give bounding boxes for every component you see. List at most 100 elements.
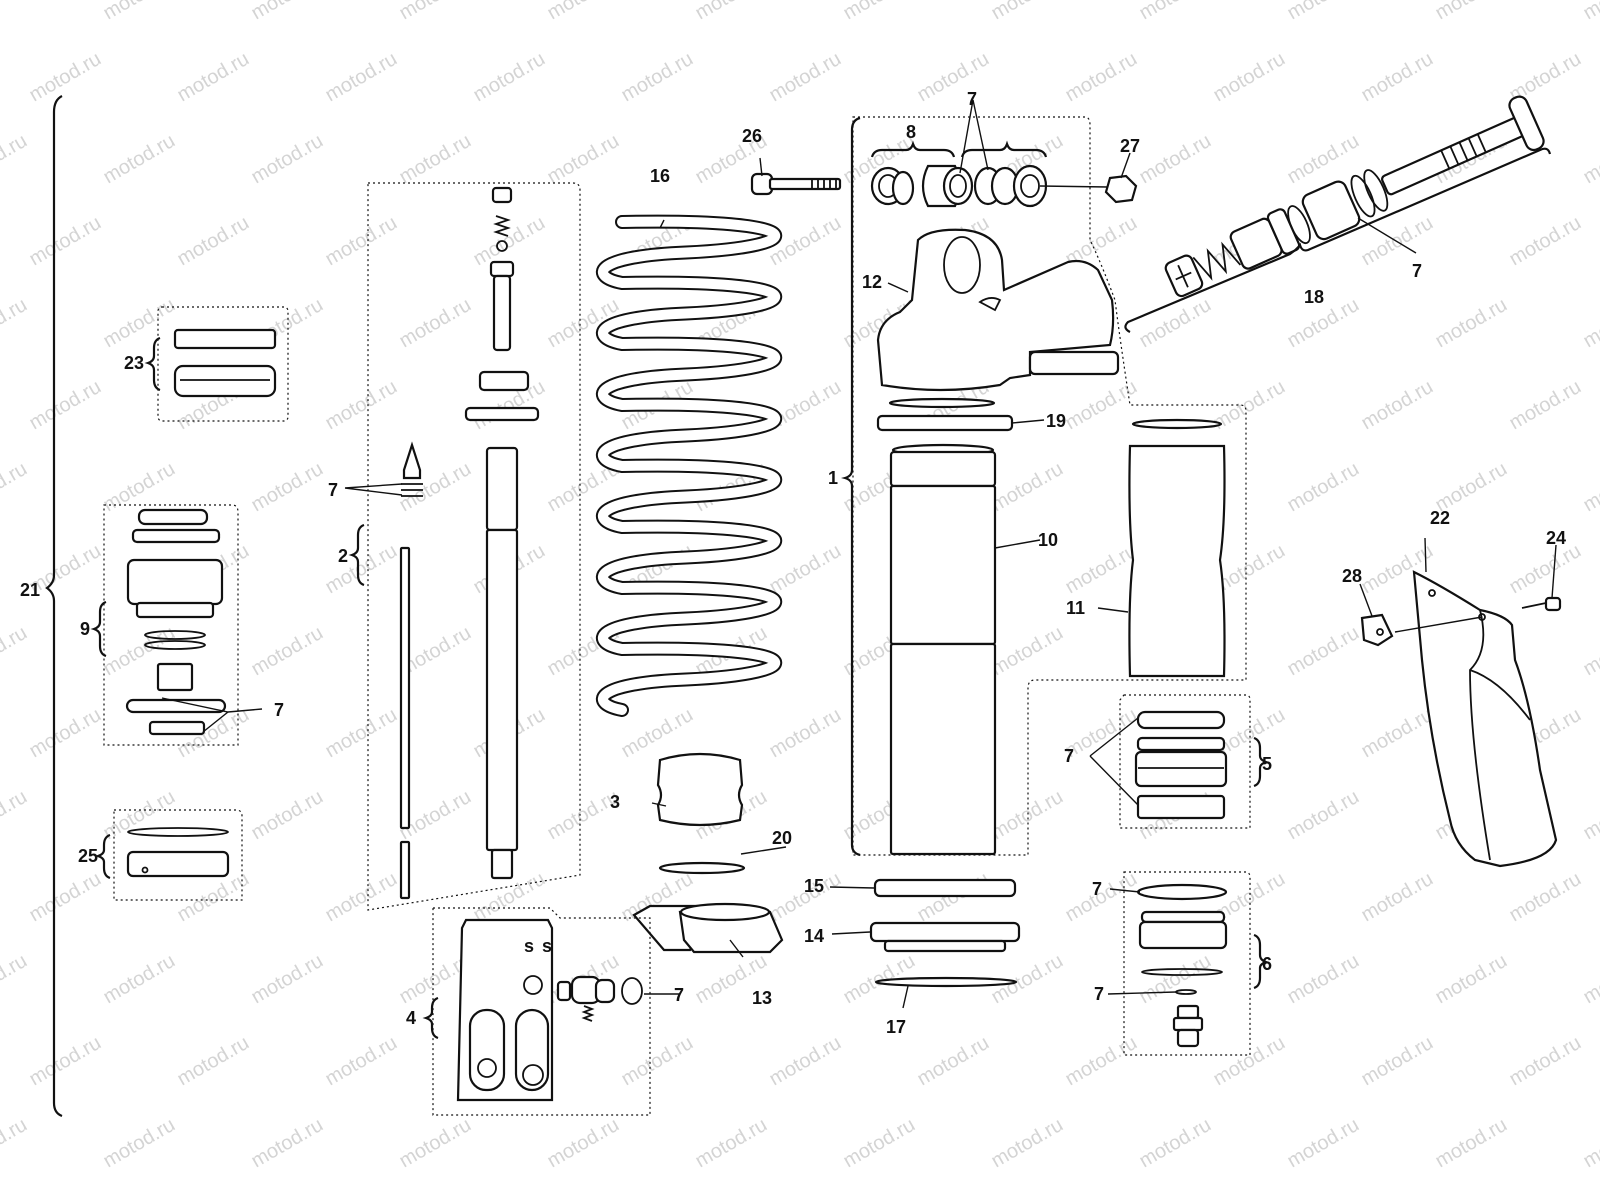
watermark-text: motod.ru [1506,376,1585,435]
part-11-rubber-sleeve [1128,418,1226,678]
watermark-text: motod.ru [248,622,327,681]
watermark-text: motod.ru [766,1032,845,1091]
callout-28: 28 [1342,566,1362,586]
part-28-clip [1360,613,1394,647]
part-15-adjuster-nut [873,878,1017,898]
watermark-text: motod.ru [1580,294,1600,353]
watermark-text: motod.ru [1210,48,1289,107]
watermark-text: motod.ru [26,868,105,927]
watermark-text: motod.ru [1580,1114,1600,1173]
part-20-washer [658,861,746,875]
watermark-text: motod.ru [1580,950,1600,1009]
callout-14: 14 [804,926,824,946]
part-24-screw [1521,596,1562,612]
watermark-text: motod.ru [1136,1114,1215,1173]
watermark-text: motod.ru [470,48,549,107]
watermark-text: motod.ru [100,458,179,517]
callout-7-valve: 7 [1412,261,1422,281]
watermark-text: motod.ru [0,458,31,517]
watermark-text: motod.ru [1284,1114,1363,1173]
part-6-piston-assembly [1123,871,1270,1056]
watermark-text: motod.ru [1358,1196,1437,1200]
watermark-text: motod.ru [0,294,31,353]
s-mark-1: s [524,936,534,956]
watermark-text: motod.ru [396,1114,475,1173]
watermark-text: motod.ru [1432,294,1511,353]
callout-1: 1 [828,468,838,488]
watermark-text: motod.ru [1580,0,1600,24]
callout-10: 10 [1038,530,1058,550]
callout-23: 23 [124,353,144,373]
watermark-text: motod.ru [618,704,697,763]
watermark-text: motod.ru [0,786,31,845]
watermark-text: motod.ru [26,1196,105,1200]
spring-coil-fill [597,216,780,715]
watermark-text: motod.ru [1284,622,1363,681]
bracket-18 [1124,147,1552,333]
watermark-text: motod.ru [1432,950,1511,1009]
part-3-bump-stop [656,752,744,827]
watermark-text: motod.ru [692,1114,771,1173]
part-27-nut [1104,174,1138,204]
callout-3: 3 [610,792,620,812]
part-17-circlip [874,976,1018,988]
watermark-text: motod.ru [1062,376,1141,435]
watermark-text: motod.ru [0,1114,31,1173]
watermark-text: motod.ru [1506,868,1585,927]
part-4-clevis-assembly: s s [422,907,651,1116]
callout-7-clevis: 7 [674,985,684,1005]
watermark-text: motod.ru [1506,1032,1585,1091]
watermark-text: motod.ru [322,868,401,927]
watermark-text: motod.ru [1284,458,1363,517]
watermark-text: motod.ru [1358,704,1437,763]
watermark-text: motod.ru [100,294,179,353]
watermark-text: motod.ru [0,622,31,681]
watermark-text: motod.ru [1136,0,1215,24]
callout-7-piston-top: 7 [1092,879,1102,899]
watermark-text: motod.ru [840,1114,919,1173]
watermark-text: motod.ru [1358,868,1437,927]
watermark-text: motod.ru [618,1196,697,1200]
watermark-text: motod.ru [248,130,327,189]
watermark-text: motod.ru [322,704,401,763]
watermark-text: motod.ru [1358,376,1437,435]
watermark-text: motod.ru [26,48,105,107]
watermark-text: motod.ru [322,376,401,435]
callout-17: 17 [886,1017,906,1037]
callout-12: 12 [862,272,882,292]
callout-5: 5 [1262,754,1272,774]
watermark-text: motod.ru [840,0,919,24]
callout-7-top: 7 [967,89,977,109]
watermark-text: motod.ru [1358,48,1437,107]
bracket-21 [45,95,63,1118]
watermark-text: motod.ru [322,212,401,271]
watermark-text: motod.ru [766,1196,845,1200]
callout-7-rod: 7 [328,480,338,500]
watermark-text: motod.ru [618,1032,697,1091]
watermark-text: motod.ru [766,704,845,763]
s-mark-2: s [542,936,552,956]
watermark-text: motod.ru [26,1032,105,1091]
part-18-compression-adjuster [1164,95,1545,298]
part-9-piston-assembly [90,504,239,746]
callout-21: 21 [20,580,40,600]
watermark-text: motod.ru [1062,1032,1141,1091]
watermark-text: motod.ru [248,950,327,1009]
watermark-text: motod.ru [26,212,105,271]
watermark-text: motod.ru [26,704,105,763]
watermark-text: motod.ru [174,212,253,271]
watermark-text: motod.ru [248,0,327,24]
watermark-text: motod.ru [100,130,179,189]
callout-19: 19 [1046,411,1066,431]
callout-9: 9 [80,619,90,639]
part-25-bushing [94,809,243,901]
callout-16: 16 [650,166,670,186]
callout-2: 2 [338,546,348,566]
callout-25: 25 [78,846,98,866]
watermark-text: motod.ru [1284,950,1363,1009]
watermark-text: motod.ru [914,48,993,107]
watermark-text: motod.ru [1136,950,1215,1009]
watermark-text: motod.ru [988,622,1067,681]
watermark-text: motod.ru [1580,130,1600,189]
watermark-text: motod.ru [988,458,1067,517]
